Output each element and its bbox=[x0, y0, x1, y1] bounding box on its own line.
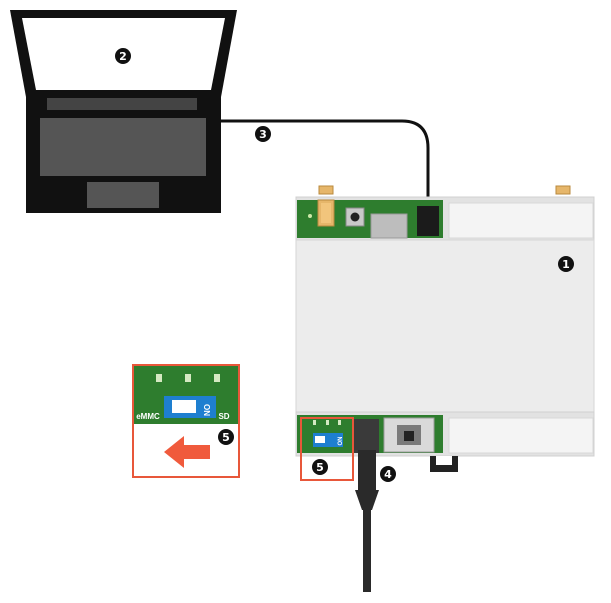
marker-power-cable: 4 bbox=[380, 466, 396, 482]
svg-text:3: 3 bbox=[259, 128, 267, 141]
laptop-keyboard bbox=[40, 118, 206, 176]
usb-cable bbox=[221, 119, 430, 205]
switch-detail-inset: eMMC SD ON bbox=[132, 364, 240, 478]
laptop-touchpad bbox=[87, 182, 159, 208]
switch-detail-right-label: SD bbox=[218, 412, 229, 421]
board-switch-on-label: ON bbox=[338, 437, 344, 446]
arrow-left-icon bbox=[164, 436, 210, 468]
svg-text:1: 1 bbox=[562, 258, 570, 271]
marker-boot-switch-inset: 5 bbox=[218, 429, 234, 445]
usb-plug bbox=[417, 206, 439, 236]
enclosure-body bbox=[295, 239, 595, 413]
marker-usb-cable: 3 bbox=[255, 126, 271, 142]
sd-card-slot bbox=[370, 213, 408, 239]
sma-connector-inner bbox=[321, 203, 331, 223]
power-cable bbox=[355, 450, 379, 592]
switch-detail-on-label: ON bbox=[202, 404, 211, 416]
switch-detail-knob bbox=[172, 400, 196, 413]
power-jack bbox=[353, 419, 379, 453]
laptop bbox=[10, 10, 237, 213]
device: ON bbox=[295, 185, 595, 472]
switch-detail-left-label: eMMC bbox=[136, 412, 160, 421]
svg-text:2: 2 bbox=[119, 50, 127, 63]
board-switch-callout bbox=[300, 417, 354, 481]
svg-text:5: 5 bbox=[316, 461, 324, 474]
laptop-hinge bbox=[47, 98, 197, 110]
marker-boot-switch-board: 5 bbox=[312, 459, 328, 475]
svg-text:5: 5 bbox=[222, 431, 230, 444]
marker-laptop: 2 bbox=[115, 48, 131, 64]
marker-device: 1 bbox=[558, 256, 574, 272]
antenna-right bbox=[555, 185, 571, 195]
svg-text:4: 4 bbox=[384, 468, 392, 481]
antenna-left bbox=[318, 185, 334, 195]
